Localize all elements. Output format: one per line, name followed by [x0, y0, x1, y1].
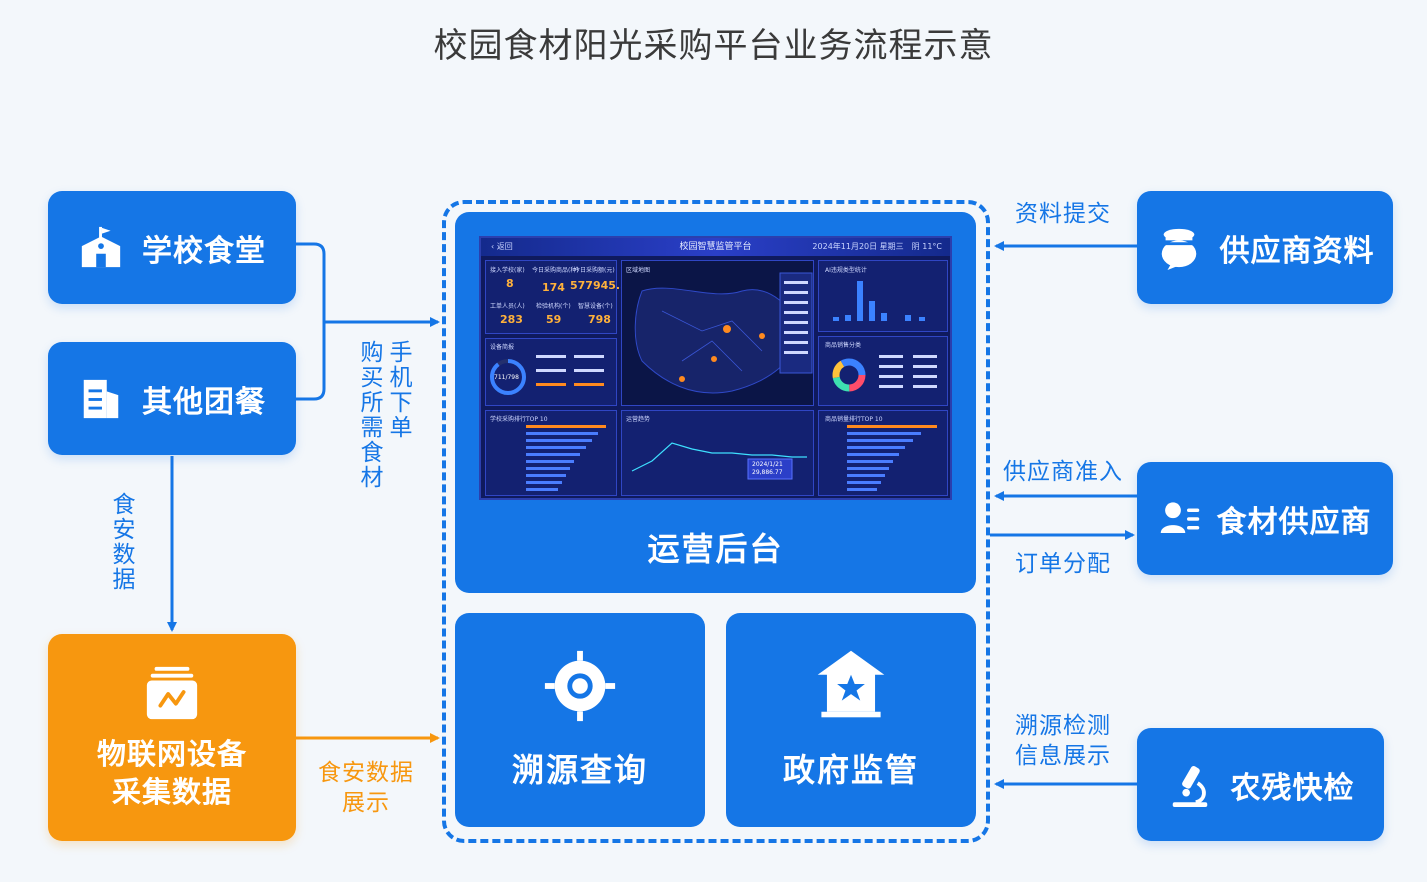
iot-label-line2: 采集数据 — [111, 774, 232, 809]
ai-stats-title: AI违规类型统计 — [825, 267, 867, 274]
canteen-box[interactable]: 学校食堂 — [48, 191, 296, 304]
ai-bar-graphic — [833, 281, 925, 321]
stat-label-3: 工单人员(人) — [490, 303, 525, 310]
pesticide-test-box[interactable]: 农残快检 — [1137, 728, 1384, 841]
school-top-title: 学校采购排行TOP 10 — [490, 416, 548, 423]
catering-label: 其他团餐 — [142, 384, 266, 420]
stat-value-3: 283 — [500, 313, 523, 326]
stat-value-1: 174 — [542, 281, 565, 294]
supplier-icon — [1161, 228, 1196, 270]
iot-device-icon — [146, 666, 198, 719]
ops-backend-label: 运营后台 — [647, 530, 784, 568]
device-ratio: 711/798 — [494, 374, 519, 381]
ops-trend-panel: 运营趋势 2024/1/21 29,886.77 — [621, 410, 814, 496]
stat-value-0: 8 — [506, 277, 514, 290]
microscope-icon — [1172, 765, 1207, 807]
map-panel: 区域地图 — [621, 260, 814, 406]
stat-label-4: 检验机构(个) — [536, 303, 571, 310]
device-ring-graphic — [490, 355, 604, 395]
stat-label-1: 今日采购商品(种) — [532, 267, 579, 274]
gov-supervision-box[interactable]: 政府监管 — [726, 613, 976, 827]
buy-food-text: 购买所需食材 — [356, 340, 382, 490]
stat-value-4: 59 — [546, 313, 562, 326]
food-supplier-box[interactable]: 食材供应商 — [1137, 462, 1393, 575]
ai-stats-panel: AI违规类型统计 — [818, 260, 948, 332]
stat-value-2: 577945.56 — [570, 279, 636, 292]
stat-label-5: 智慧设备(个) — [578, 303, 613, 310]
mobile-order-text: 手机下单 — [385, 340, 411, 440]
stat-label-0: 接入学校(家) — [490, 267, 525, 274]
gov-supervision-label: 政府监管 — [782, 751, 919, 789]
map-panel-title: 区域地图 — [626, 267, 651, 274]
food-supplier-label: 食材供应商 — [1216, 504, 1372, 540]
dashboard-title: 校园智慧监管平台 — [481, 238, 950, 256]
locate-icon — [544, 650, 616, 722]
dashboard-datetime: 2024年11月20日 星期三 阴 11°C — [812, 242, 942, 251]
device-panel: 设备简报 711/798 — [485, 338, 617, 406]
map-graphic — [634, 272, 813, 394]
building-icon — [83, 379, 119, 418]
device-panel-title: 设备简报 — [490, 344, 515, 351]
goods-top-title: 商品销量排行TOP 10 — [825, 416, 883, 423]
goods-top-panel: 商品销量排行TOP 10 — [818, 410, 948, 496]
supplier-access-text: 供应商准入 — [1003, 459, 1123, 485]
trace-query-label: 溯源查询 — [511, 751, 648, 789]
trend-date: 2024/1/21 — [752, 461, 783, 468]
pesticide-test-label: 农残快检 — [1230, 770, 1355, 806]
iot-label-line1: 物联网设备 — [96, 736, 247, 771]
stat-label-2: 今日采购额(元) — [574, 267, 615, 274]
trace-display-line2: 信息展示 — [1015, 743, 1111, 769]
dashboard-back: ‹ 返回 — [491, 242, 513, 251]
school-top-panel: 学校采购排行TOP 10 — [485, 410, 617, 496]
ops-backend-box[interactable]: 校园智慧监管平台 ‹ 返回 2024年11月20日 星期三 阴 11°C 接入学… — [455, 212, 976, 593]
ops-trend-graphic — [631, 442, 807, 480]
goods-bars-graphic — [847, 425, 937, 491]
doc-submit-text: 资料提交 — [1015, 201, 1111, 227]
food-safety-display-line2: 展示 — [342, 790, 390, 816]
stats-panel: 接入学校(家) 8 今日采购商品(种) 174 今日采购额(元) 577945.… — [485, 260, 635, 334]
user-list-icon — [1160, 501, 1199, 533]
canteen-label: 学校食堂 — [142, 233, 266, 269]
order-assign-text: 订单分配 — [1015, 551, 1111, 577]
trace-display-line1: 溯源检测 — [1015, 713, 1111, 739]
trace-query-box[interactable]: 溯源查询 — [455, 613, 705, 827]
iot-box[interactable]: 物联网设备 采集数据 — [48, 634, 296, 841]
goods-category-panel: 商品销售分类 — [818, 336, 948, 406]
goods-donut-graphic — [832, 355, 937, 392]
school-icon — [81, 226, 121, 267]
dashboard-screenshot: 校园智慧监管平台 ‹ 返回 2024年11月20日 星期三 阴 11°C 接入学… — [479, 236, 952, 500]
catering-box[interactable]: 其他团餐 — [48, 342, 296, 455]
ops-trend-title: 运营趋势 — [626, 416, 651, 423]
supplier-info-box[interactable]: 供应商资料 — [1137, 191, 1393, 304]
trend-value: 29,886.77 — [752, 469, 783, 476]
goods-category-title: 商品销售分类 — [825, 342, 862, 349]
dashboard-back-label: 返回 — [496, 242, 513, 251]
platform-frame — [442, 200, 990, 843]
food-safety-display-line1: 食安数据 — [318, 760, 414, 786]
school-bars-graphic — [526, 425, 606, 491]
government-icon — [817, 650, 885, 718]
supplier-info-label: 供应商资料 — [1219, 233, 1375, 269]
page-title: 校园食材阳光采购平台业务流程示意 — [433, 26, 994, 66]
food-safety-data-text: 食安数据 — [108, 492, 134, 592]
stat-value-5: 798 — [588, 313, 611, 326]
